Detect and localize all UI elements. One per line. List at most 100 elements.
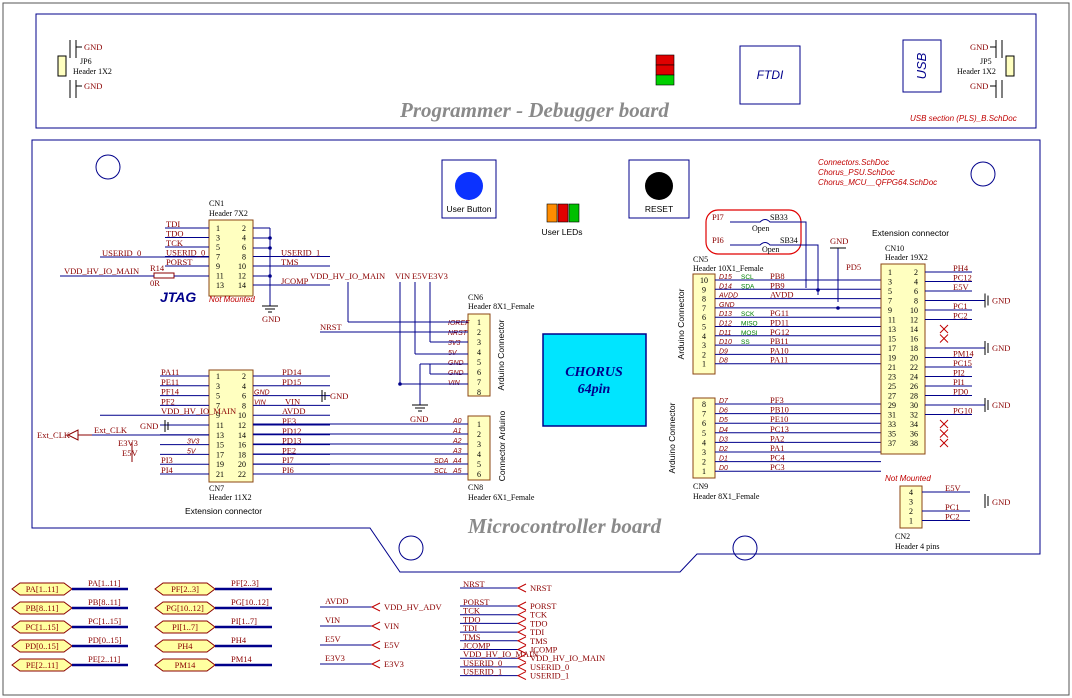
cn2-ref: CN2 <box>895 532 910 541</box>
cn1-pin-14: 14 <box>238 281 246 290</box>
cn5-pin-8: 8 <box>702 295 706 304</box>
cn10-pin-38: 38 <box>910 439 918 448</box>
cn7-pin-20: 20 <box>238 460 246 469</box>
port-col2-1-label: PG[10..12] <box>166 603 204 613</box>
cn10-pin-13: 13 <box>888 325 896 334</box>
cn7-pin-10: 10 <box>238 411 246 420</box>
programmer-board-outline <box>35 13 1037 129</box>
cn9-net-3: PC13 <box>770 424 789 434</box>
cn10-net-right-5: PC2 <box>953 311 968 321</box>
net-col4-9: USERID_1 <box>463 667 502 677</box>
cn9-inner-7: D0 <box>719 465 728 472</box>
usb-label: USB <box>914 52 929 79</box>
cn10-pin-30: 30 <box>910 401 918 410</box>
cn10-pin-20: 20 <box>910 354 918 363</box>
ftdi-label: FTDI <box>757 68 784 82</box>
net-col4-0: NRST <box>463 579 486 589</box>
cn5-func-7: SS <box>741 339 750 346</box>
cn7-pin-13: 13 <box>216 431 224 440</box>
port-col4-2: TCK <box>530 610 548 620</box>
cn10-body <box>880 263 926 455</box>
cn5-net-6: PG12 <box>770 327 789 337</box>
cn10-pin-24: 24 <box>910 373 918 382</box>
bus-col2-1: PG[10..12] <box>231 597 269 607</box>
cn7-net-right-7: PD13 <box>282 436 301 446</box>
cn7-pin-9: 9 <box>216 411 220 420</box>
cn10-gnd-8: GND <box>992 343 1010 353</box>
cn5-pin-7: 7 <box>702 304 706 313</box>
usb-section-note: USB section (PLS)_B.SchDoc <box>910 114 1017 123</box>
jp6-jumper: GND GND JP6 Header 1X2 <box>57 40 112 98</box>
cn10-net-right-1: PC12 <box>953 273 972 283</box>
cn6-pin-3: 3 <box>477 338 481 347</box>
cn7-pin-4: 4 <box>242 382 246 391</box>
cn1-net-right-4: TMS <box>281 257 299 267</box>
mount-hole-bl <box>398 535 424 561</box>
cn8-func-4: SDA <box>434 458 449 465</box>
cn7-gnd-left: GND <box>140 421 158 431</box>
cn7-pin-2: 2 <box>242 372 246 381</box>
cn5-caption: Arduino Connector <box>676 288 686 359</box>
cn7-body <box>208 369 254 483</box>
cn1-net-right-6: JCOMP <box>281 276 309 286</box>
cn1-not-mounted: Not Mounted <box>209 295 255 304</box>
cn10-pin-31: 31 <box>888 411 896 420</box>
r14-resistor <box>153 272 175 279</box>
port-col4-8: USERID_0 <box>530 662 569 672</box>
port-col3-1: VIN <box>384 621 399 631</box>
net-col4-4: TDI <box>463 623 477 633</box>
jp6-gnd-bottom: GND <box>84 81 102 91</box>
cn7-pin-14: 14 <box>238 431 246 440</box>
cn1-pin-4: 4 <box>242 234 246 243</box>
cn7-net-left-4: VDD_HV_IO_MAIN <box>161 406 236 416</box>
solder-bridge-highlight <box>705 209 802 255</box>
net-col4-3: TDO <box>463 614 480 624</box>
cn10-pin-19: 19 <box>888 354 896 363</box>
cn10-pin-37: 37 <box>888 439 896 448</box>
cn10-pin-7: 7 <box>888 297 892 306</box>
cn6-top-net-3: E5V <box>412 271 428 281</box>
cn7-e5v: E5V <box>122 448 138 458</box>
cn7-net-left-3: PF2 <box>161 396 175 406</box>
cn8-val: Header 6X1_Female <box>468 493 535 502</box>
cn5-pin-9: 9 <box>702 285 706 294</box>
cn1-pin-7: 7 <box>216 253 220 262</box>
cn2-pin-3: 3 <box>909 498 913 507</box>
cn10-caption: Extension connector <box>872 228 949 238</box>
cn6-pin-1: 1 <box>477 318 481 327</box>
cn9-pin-6: 6 <box>702 419 706 428</box>
port-col1-0-label: PA[1..11] <box>26 584 59 594</box>
cn10-pin-17: 17 <box>888 344 896 353</box>
microcontroller-board-outline <box>31 139 1041 573</box>
net-col4-2: TCK <box>463 606 481 616</box>
port-col1-2-label: PC[1..15] <box>25 622 58 632</box>
cn9-val: Header 8X1_Female <box>693 492 760 501</box>
port-col4-6: JCOMP <box>530 645 558 655</box>
cn1-pin-13: 13 <box>216 281 224 290</box>
cn9-inner-3: D4 <box>719 427 728 434</box>
net-col3-1: VIN <box>325 615 340 625</box>
net-col3-0: AVDD <box>325 596 348 606</box>
sb33-ref: SB33 <box>770 213 788 222</box>
cn1-pin-8: 8 <box>242 253 246 262</box>
cn5-inner-2: AVDD <box>718 293 738 300</box>
cn10-net-right-13: PD0 <box>953 387 968 397</box>
cn7-e3v3: E3V3 <box>118 438 138 448</box>
cn5-net-5: PD11 <box>770 318 789 328</box>
cn5-inner-6: D11 <box>719 330 731 337</box>
jp6-val: Header 1X2 <box>73 67 112 76</box>
cn1-pin-2: 2 <box>242 224 246 233</box>
cn9-pin-3: 3 <box>702 448 706 457</box>
cn5-net-1: PB9 <box>770 280 785 290</box>
cn7-pin-8: 8 <box>242 401 246 410</box>
ftdi-chip <box>739 45 801 105</box>
cn6-top-net-4: E3V3 <box>428 271 448 281</box>
cn10-pin-4: 4 <box>914 278 918 287</box>
cn10-pin-14: 14 <box>910 325 918 334</box>
port-col4-3: TDO <box>530 618 547 628</box>
cn1-net-left-3: USERID_0 <box>166 248 205 258</box>
net-col4-6: JCOMP <box>463 641 491 651</box>
